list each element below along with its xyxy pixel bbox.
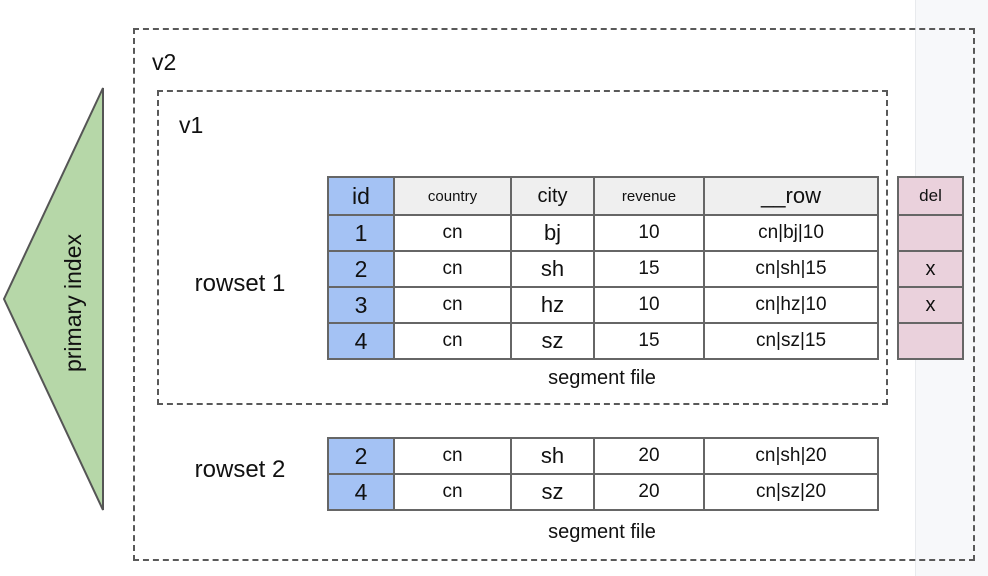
table-cell: 15 (594, 323, 704, 359)
v2-version-box: v2 (133, 28, 975, 561)
v1-version-box: v1 (157, 90, 888, 405)
rowset1-label: rowset 1 (194, 270, 286, 297)
table-cell: cn|sh|15 (704, 251, 878, 287)
del-flag-cell: x (898, 287, 963, 323)
primary-index-triangle (2, 87, 104, 511)
segment-file-label-1: segment file (548, 367, 656, 389)
column-header: country (394, 177, 511, 215)
table-cell: sz (511, 474, 594, 510)
column-header: id (328, 177, 394, 215)
table-cell: 4 (328, 323, 394, 359)
v1-label: v1 (179, 112, 204, 138)
table-cell: sh (511, 438, 594, 474)
table-cell: cn (394, 323, 511, 359)
table-cell: bj (511, 215, 594, 251)
table-cell: cn (394, 474, 511, 510)
table-cell: cn|hz|10 (704, 287, 878, 323)
column-header: revenue (594, 177, 704, 215)
column-header: city (511, 177, 594, 215)
table-cell: cn|sh|20 (704, 438, 878, 474)
column-header: __row (704, 177, 878, 215)
table-cell: 3 (328, 287, 394, 323)
table-cell: hz (511, 287, 594, 323)
del-flag-cell (898, 215, 963, 251)
table-cell: 15 (594, 251, 704, 287)
table-cell: 20 (594, 438, 704, 474)
table-cell: 10 (594, 287, 704, 323)
table-cell: cn|sz|20 (704, 474, 878, 510)
segment-file-label-2: segment file (548, 521, 656, 543)
table-cell: cn (394, 287, 511, 323)
table-cell: 10 (594, 215, 704, 251)
table-cell: 1 (328, 215, 394, 251)
primary-index-label: primary index (60, 233, 86, 373)
table-cell: cn (394, 438, 511, 474)
table-cell: 2 (328, 438, 394, 474)
table-cell: cn (394, 215, 511, 251)
table-cell: cn|sz|15 (704, 323, 878, 359)
del-flag-cell (898, 323, 963, 359)
table-cell: 20 (594, 474, 704, 510)
table-cell: cn (394, 251, 511, 287)
table-cell: sh (511, 251, 594, 287)
rowset2-label: rowset 2 (194, 456, 286, 483)
table-cell: cn|bj|10 (704, 215, 878, 251)
table-cell: 4 (328, 474, 394, 510)
del-flag-cell: x (898, 251, 963, 287)
v2-label: v2 (152, 49, 177, 75)
table-cell: sz (511, 323, 594, 359)
table-cell: 2 (328, 251, 394, 287)
del-column-header: del (898, 177, 963, 215)
